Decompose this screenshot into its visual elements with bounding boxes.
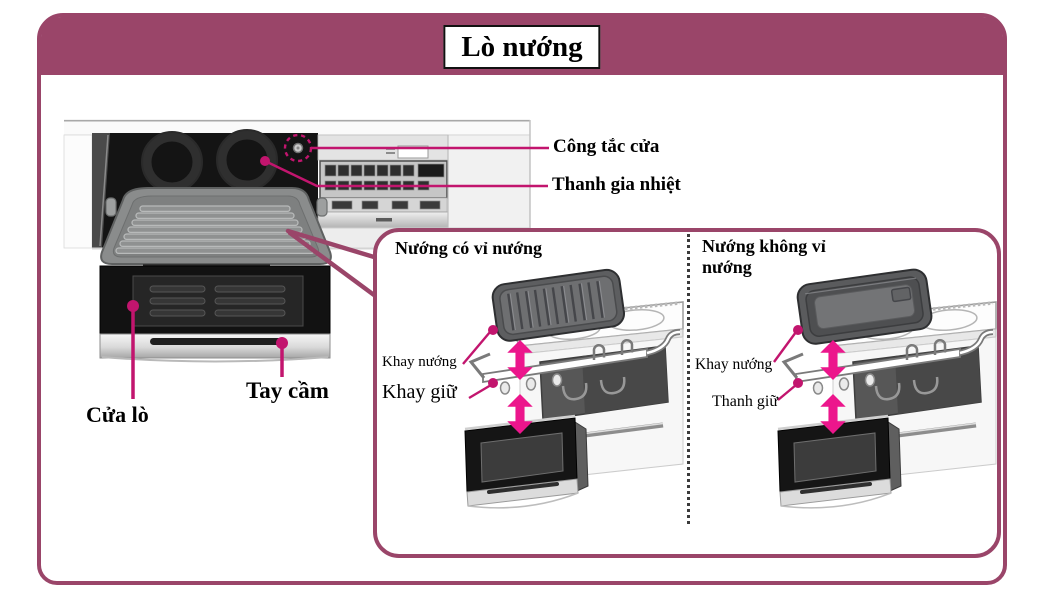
label-door-switch: Công tắc cửa — [553, 136, 660, 157]
heating-bar-callout — [260, 156, 548, 188]
oven-door-callout — [127, 300, 139, 399]
grill-modes-panel: Nướng có vỉ nướng Nướng không vỉ nướng K… — [373, 228, 1001, 558]
label-handle: Tay cầm — [246, 378, 329, 403]
label-oven-door: Cửa lò — [86, 402, 149, 427]
label-tray-without-rack: Khay nướng — [695, 356, 773, 373]
title-with-rack: Nướng có vỉ nướng — [395, 238, 543, 258]
diagram-with-rack — [377, 266, 687, 554]
label-heating-bar: Thanh gia nhiệt — [552, 174, 681, 195]
dotted-divider — [687, 234, 690, 524]
title-without-rack: Nướng không vỉ nướng — [702, 236, 826, 277]
label-holder-without-rack: Thanh giữ — [712, 393, 778, 410]
countertop — [64, 119, 530, 136]
page-title: Lò nướng — [443, 25, 601, 70]
cabinet-left-face — [63, 134, 93, 249]
handle-callout — [276, 337, 288, 377]
label-holder-with-rack: Khay giữ — [382, 381, 457, 403]
panel-pointer-lines — [285, 228, 377, 298]
diagram-without-rack — [773, 266, 997, 554]
door-handle-bar — [99, 333, 331, 359]
oven-door — [99, 264, 331, 363]
door-switch-callout — [283, 133, 549, 163]
drawer-tray — [100, 187, 332, 265]
label-tray-with-rack: Khay nướng — [382, 354, 457, 370]
